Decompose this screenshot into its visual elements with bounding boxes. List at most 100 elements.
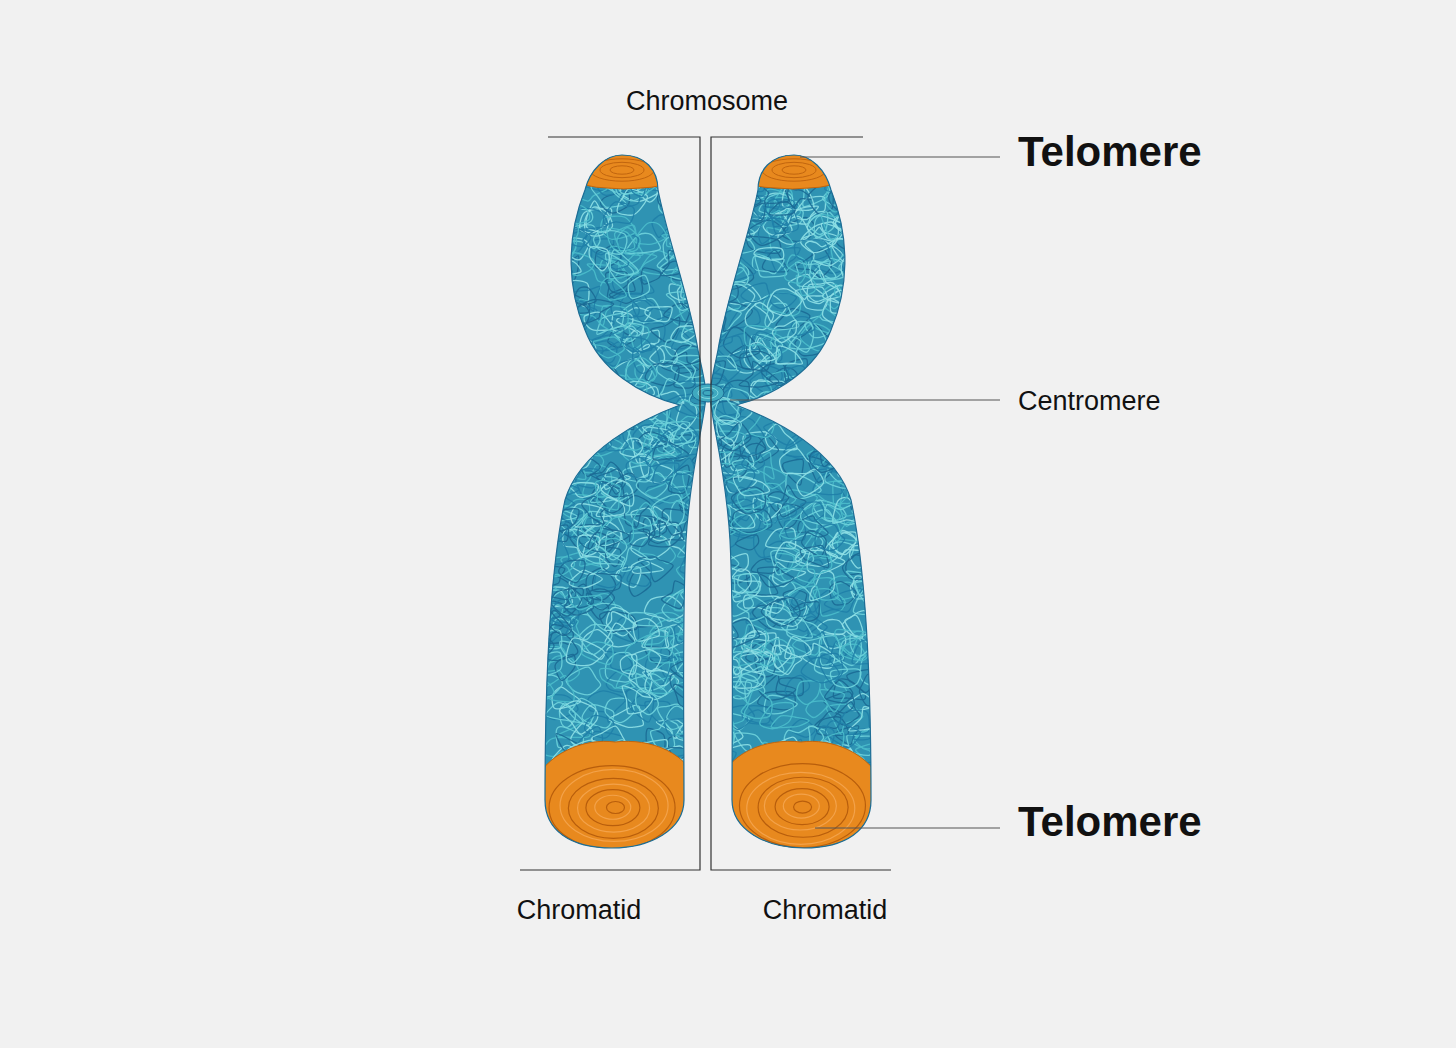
chromatin-loop bbox=[693, 460, 725, 482]
telomere-swirl bbox=[783, 794, 819, 818]
chromatin-loop bbox=[849, 707, 887, 731]
chromatin-loop bbox=[693, 741, 726, 768]
chromatin-loop bbox=[852, 640, 879, 665]
chromatin-loop bbox=[530, 403, 565, 430]
chromatin-loop bbox=[848, 216, 876, 241]
chromatin-loop bbox=[847, 571, 876, 596]
chromatin-loop bbox=[564, 587, 593, 615]
chromatin-loop bbox=[839, 491, 873, 515]
telomere-swirl bbox=[772, 162, 816, 177]
chromatin-loop bbox=[674, 214, 696, 242]
chromatin-loop bbox=[543, 557, 575, 578]
chromatin-loop bbox=[565, 355, 599, 378]
part-label: Centromere bbox=[1018, 386, 1161, 417]
chromatin-loop bbox=[700, 782, 726, 808]
chromatin-loop bbox=[701, 699, 728, 722]
chromatin-loop bbox=[546, 169, 576, 199]
chromatin-loop bbox=[739, 643, 776, 666]
chromatin-loop bbox=[692, 712, 722, 739]
chromatin-loop bbox=[719, 146, 759, 177]
chromatin-loop bbox=[851, 497, 876, 516]
chromatin-loop bbox=[634, 390, 663, 419]
chromatin-loop bbox=[552, 334, 586, 353]
chromatin-loop bbox=[689, 730, 719, 759]
chromatin-loop bbox=[813, 472, 852, 495]
chromatin-loop bbox=[553, 382, 593, 398]
chromatin-loop bbox=[827, 341, 852, 369]
chromatin-loop bbox=[670, 635, 699, 661]
chromatin-loop bbox=[699, 678, 728, 702]
chromatin-loop bbox=[778, 485, 806, 517]
chromatin-loop bbox=[667, 830, 699, 857]
chromatin-loop bbox=[860, 489, 895, 513]
centromere-mark bbox=[692, 384, 724, 402]
chromatin-loop bbox=[753, 391, 788, 421]
chromatin-loop bbox=[535, 636, 554, 656]
chromatin-loop bbox=[559, 449, 586, 479]
chromatin-loop bbox=[851, 453, 875, 477]
chromatin-loop bbox=[861, 337, 887, 359]
chromatin-loop bbox=[838, 522, 869, 542]
chromatin-loop bbox=[595, 480, 620, 510]
chromatin-loop bbox=[717, 569, 752, 593]
chromatin-loop bbox=[809, 365, 830, 390]
chromatin-loop bbox=[569, 440, 601, 464]
chromatin-loop bbox=[670, 236, 701, 251]
chromatin-loop bbox=[621, 390, 644, 419]
chromatin-loop bbox=[613, 404, 636, 428]
bracket-line bbox=[711, 137, 891, 870]
chromatin-loop bbox=[650, 677, 677, 693]
chromatin-loop bbox=[859, 471, 893, 486]
chromatin-loop bbox=[645, 658, 671, 685]
chromatin-loop bbox=[761, 363, 788, 386]
chromatin-loop bbox=[797, 556, 832, 583]
chromatin-loop bbox=[636, 323, 665, 351]
chromatin-loop bbox=[833, 498, 863, 524]
chromatin-loop bbox=[864, 387, 887, 407]
chromatin-loop bbox=[735, 535, 758, 550]
chromatin-loop bbox=[717, 267, 748, 282]
chromatin-loop bbox=[695, 677, 717, 704]
chromatin-loop bbox=[726, 652, 765, 681]
chromatin-loop bbox=[568, 389, 605, 416]
chromatin-loop bbox=[703, 772, 734, 796]
chromatin-loop bbox=[601, 517, 634, 544]
brackets bbox=[520, 137, 891, 870]
chromatin-loop bbox=[764, 420, 800, 445]
chromatin-loop bbox=[742, 453, 765, 470]
chromatin-loop bbox=[524, 388, 558, 409]
chromatin-loop bbox=[717, 196, 744, 219]
chromatin-loop bbox=[548, 474, 579, 497]
chromatin-loop bbox=[528, 652, 562, 675]
chromatin-loop bbox=[856, 444, 888, 464]
chromatin-loop bbox=[633, 619, 659, 641]
chromatin-loop bbox=[714, 141, 751, 161]
chromatin-loop bbox=[700, 724, 734, 748]
chromatin-loop bbox=[532, 550, 555, 575]
chromatin-loop bbox=[741, 283, 769, 303]
chromatin-loop bbox=[789, 383, 829, 404]
chromatin-loop bbox=[844, 277, 883, 299]
chromatin-loop bbox=[785, 586, 818, 612]
chromatin-loop bbox=[853, 727, 882, 740]
chromatin-loop bbox=[801, 222, 839, 253]
chromatin-loop bbox=[549, 370, 581, 387]
chromatin-loop bbox=[661, 191, 691, 205]
chromatin-loop bbox=[625, 358, 656, 385]
chromatin-loop bbox=[562, 407, 591, 436]
chromatin-loop bbox=[850, 406, 875, 429]
chromatin-loop bbox=[533, 525, 569, 543]
chromatin-loop bbox=[696, 546, 716, 569]
chromatin-loop bbox=[645, 364, 679, 386]
chromatin-loop bbox=[805, 140, 837, 162]
chromatin-loop bbox=[674, 685, 699, 711]
chromatin-loop bbox=[688, 707, 717, 737]
chromatin-loop bbox=[528, 440, 567, 465]
chromatin-loop bbox=[717, 200, 737, 225]
chromatin-loop bbox=[702, 751, 736, 768]
chromatin-loop bbox=[635, 222, 667, 244]
chromatin-loop bbox=[617, 228, 640, 253]
chromatin-loop bbox=[567, 136, 593, 166]
chromatin-loop bbox=[610, 250, 638, 275]
chromatin-loop bbox=[794, 240, 829, 261]
